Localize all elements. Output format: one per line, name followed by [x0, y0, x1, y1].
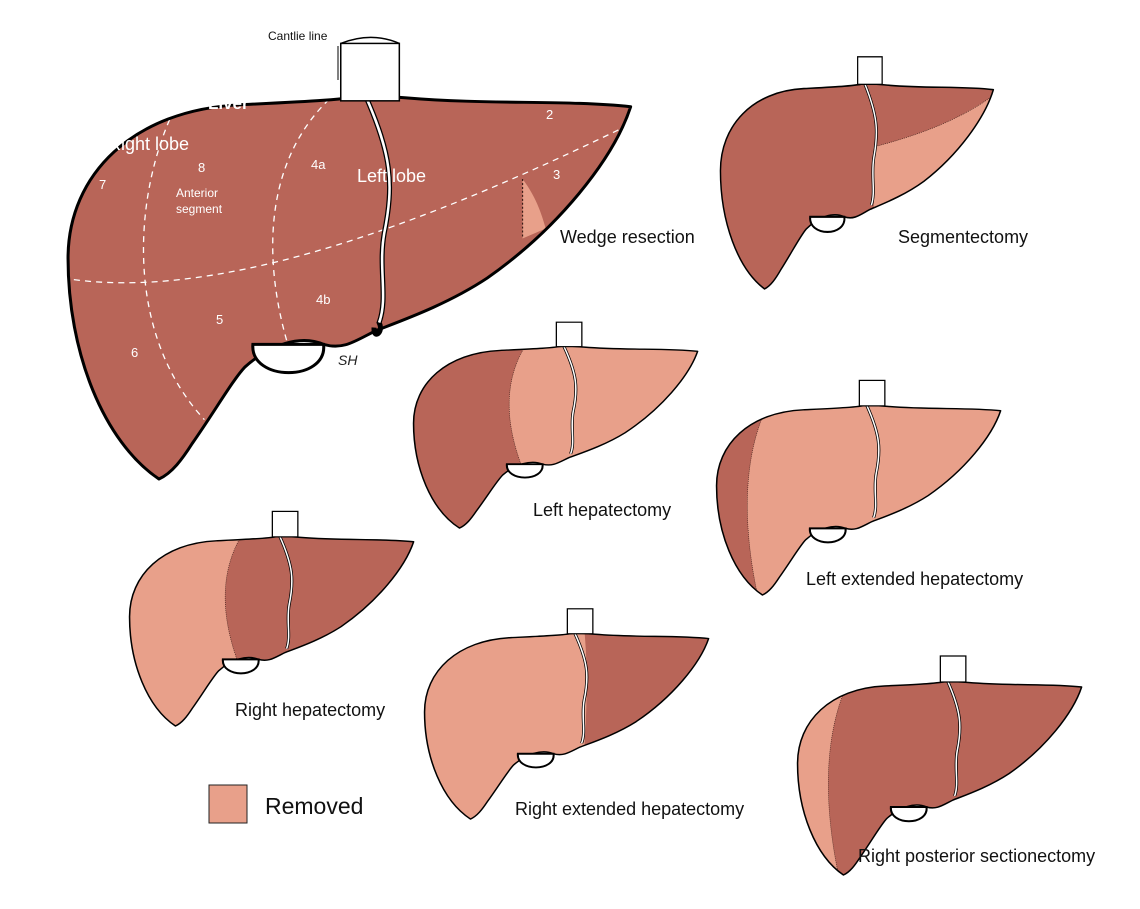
segment-2-label: 2 [546, 107, 553, 122]
segment-7-label: 7 [99, 177, 106, 192]
caption-segmentectomy: Segmentectomy [898, 227, 1028, 247]
left-lobe-label: Left lobe [357, 166, 426, 186]
main-wedge-removed [522, 179, 546, 239]
segment-8-label: 8 [198, 160, 205, 175]
left-hepatectomy-removed [509, 345, 698, 483]
artist-signature: SH [338, 352, 358, 368]
segment-6-label: 6 [131, 345, 138, 360]
caption-left-extended-hepatectomy: Left extended hepatectomy [806, 569, 1023, 589]
falciform-ligament-inner [364, 96, 391, 324]
segment-boundary [68, 104, 631, 284]
anterior-label-1: Anterior [176, 186, 218, 200]
liver-right-extended-hepatectomy [423, 608, 710, 820]
anterior-label-2: segment [176, 202, 223, 216]
segment-5-label: 5 [216, 312, 223, 327]
liver-segmentectomy [719, 56, 995, 290]
legend-swatch [208, 784, 248, 824]
liver-title: Liver [208, 94, 249, 113]
inferior-vena-cava [339, 42, 401, 102]
right-lobe-label: Right lobe [108, 134, 189, 154]
caption-right-posterior-sectionectomy: Right posterior sectionectomy [858, 846, 1095, 866]
segment-3-label: 3 [553, 167, 560, 182]
segment-boundary [142, 109, 205, 421]
caption-right-extended-hepatectomy: Right extended hepatectomy [515, 799, 744, 819]
caption-right-hepatectomy: Right hepatectomy [235, 700, 385, 720]
legend-label: Removed [265, 793, 363, 819]
segment-4b-label: 4b [316, 292, 330, 307]
segment-4a-label: 4a [311, 157, 326, 172]
caption-wedge-resection: Wedge resection [560, 227, 695, 247]
cantlie-line-label: Cantlie line [268, 29, 328, 43]
gallbladder [251, 342, 326, 374]
caption-left-hepatectomy: Left hepatectomy [533, 500, 671, 520]
